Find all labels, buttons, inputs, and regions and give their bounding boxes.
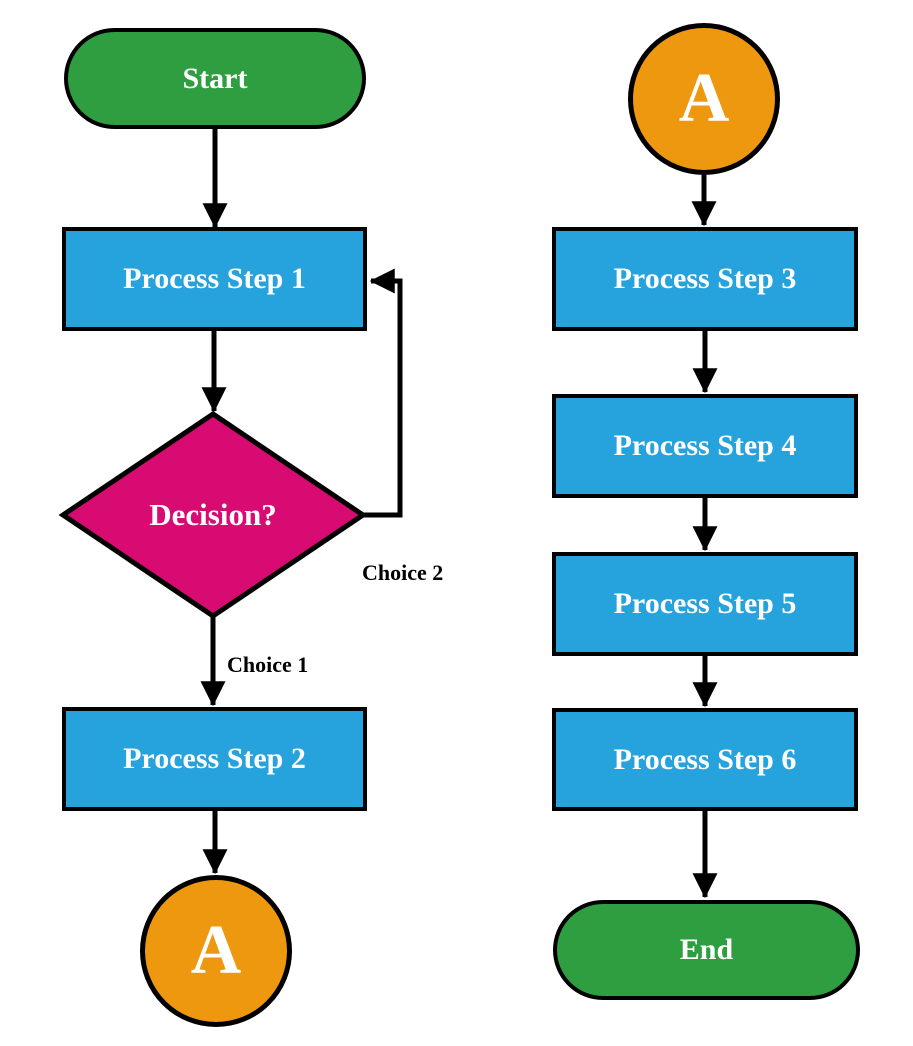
decision-node-label: Decision?: [149, 497, 277, 532]
process-step-4-label: Process Step 4: [613, 429, 797, 462]
process-step-5-node: Process Step 5: [552, 552, 858, 656]
process-step-4-node: Process Step 4: [552, 394, 858, 498]
connector-a-in-node: A: [628, 23, 780, 175]
connector-a-out-node: A: [140, 875, 292, 1027]
decision-node: Decision?: [93, 497, 333, 533]
process-step-3-node: Process Step 3: [552, 227, 858, 331]
end-node-label: End: [679, 933, 734, 966]
process-step-2-node: Process Step 2: [62, 707, 367, 811]
connector-a-in-label: A: [678, 60, 730, 137]
edge-label-choice-2: Choice 2: [362, 560, 444, 585]
end-node: End: [553, 900, 860, 1000]
process-step-1-label: Process Step 1: [123, 262, 306, 295]
edge-label-choice-1: Choice 1: [227, 652, 309, 677]
process-step-1-node: Process Step 1: [62, 227, 367, 331]
arrow-decision-to-process1-choice2-loop: [363, 268, 403, 518]
process-step-6-label: Process Step 6: [613, 742, 797, 776]
start-node: Start: [64, 28, 366, 129]
process-step-2-label: Process Step 2: [123, 742, 306, 775]
process-step-5-label: Process Step 5: [613, 587, 797, 620]
process-step-6-node: Process Step 6: [552, 708, 858, 811]
process-step-3-label: Process Step 3: [613, 262, 797, 295]
start-node-label: Start: [182, 61, 248, 95]
connector-a-out-label: A: [190, 912, 242, 989]
